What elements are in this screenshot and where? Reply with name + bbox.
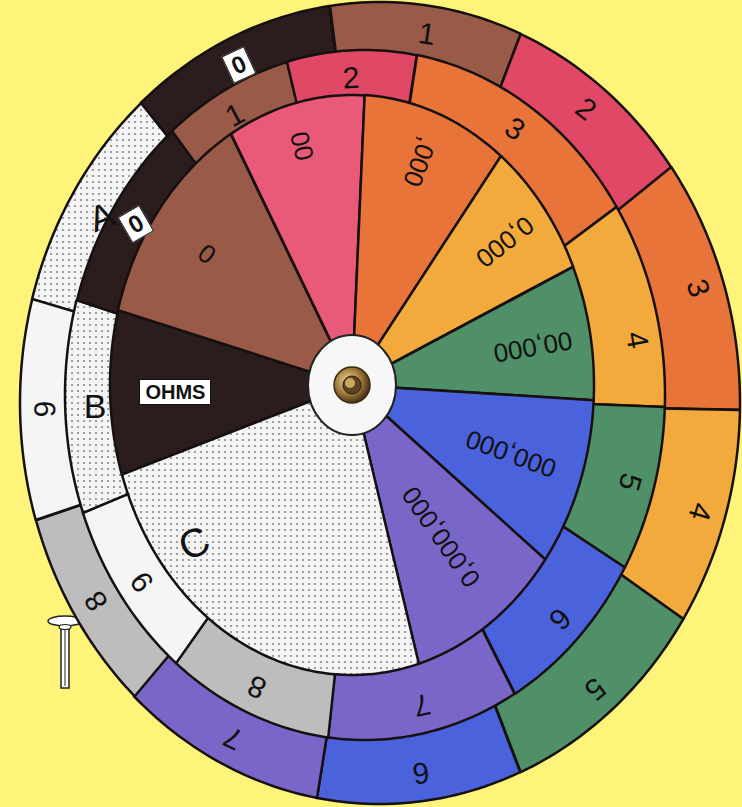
disc-letter: B xyxy=(84,389,107,423)
digit-label: 6 xyxy=(411,757,431,789)
pin-icon xyxy=(48,616,82,688)
digit-label: 2 xyxy=(341,63,359,94)
digit-label: 9 xyxy=(30,401,60,418)
digit-label: 1 xyxy=(416,18,437,50)
multiplier-label: 00 xyxy=(286,129,318,163)
unit-label: OHMS xyxy=(139,379,211,405)
